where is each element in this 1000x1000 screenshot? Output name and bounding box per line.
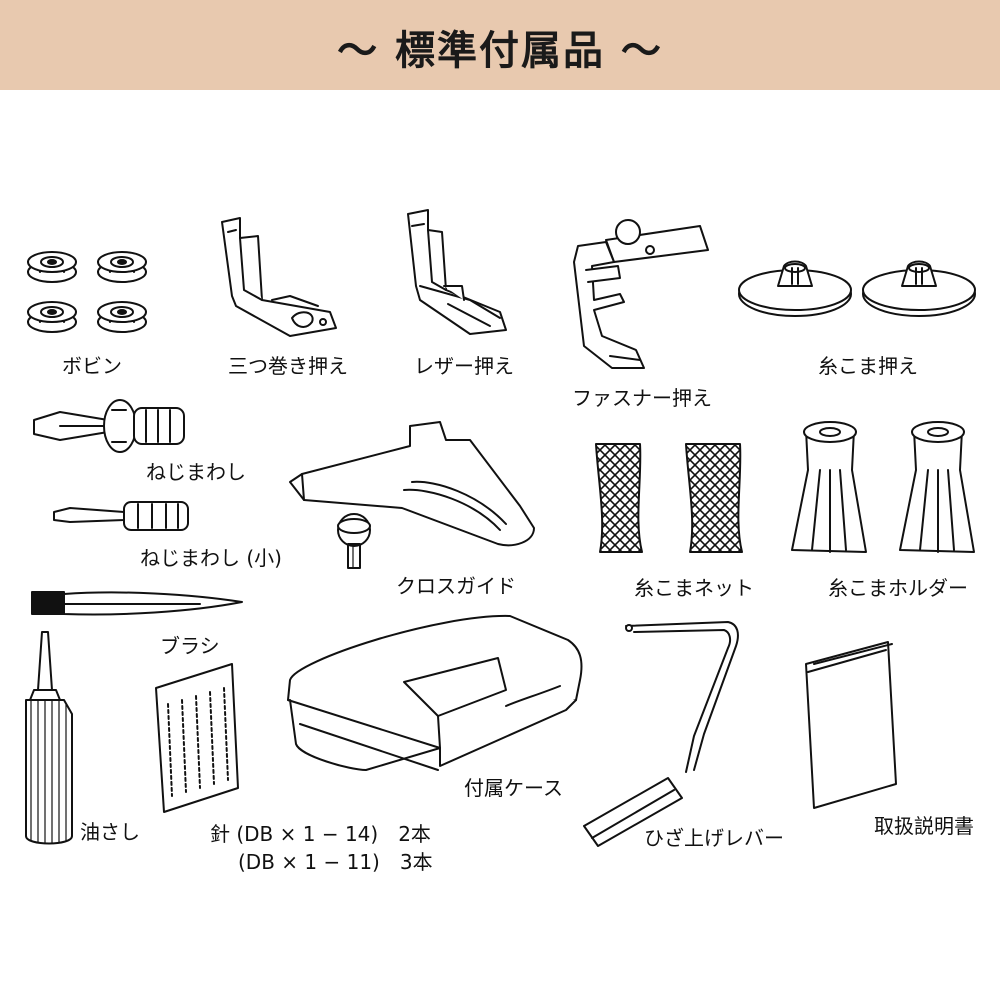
label-brush: ブラシ [160,634,220,658]
label-oil-can: 油さし [80,820,140,844]
label-zipper-foot: ファスナー押え [572,386,712,410]
page-title: ～ 標準付属品 ～ [337,28,663,74]
label-knee-lifter: ひざ上げレバー [644,826,784,850]
label-accessory-case: 付属ケース [464,776,563,800]
brush-illustration [31,591,243,616]
label-bobbin: ボビン [62,354,122,378]
label-manual: 取扱説明書 [874,814,974,838]
label-cross-guide: クロスガイド [396,574,516,598]
label-screwdriver: ねじまわし [146,460,246,484]
small-screwdriver-illustration [53,501,189,531]
spool-holder-illustration [791,421,975,553]
cross-guide-illustration [289,421,535,569]
spool-net-illustration [595,443,743,553]
label-leather-foot: レザー押え [414,354,514,378]
label-spool-net: 糸こまネット [634,576,754,600]
needle-pack-illustration [155,663,239,813]
zipper-foot-illustration [573,219,709,369]
header-banner: ～ 標準付属品 ～ [0,0,1000,90]
label-needles-11: (DB × 1 − 11) 3本 [238,850,433,874]
label-spool-cap: 糸こま押え [818,354,918,378]
bobbin-illustration [27,251,147,333]
accessory-case-illustration [287,614,583,771]
oil-can-illustration [25,631,73,845]
knee-lifter-illustration [583,621,739,847]
spool-cap-illustration [738,260,976,317]
label-spool-holder: 糸こまホルダー [828,576,968,600]
screwdriver-illustration [33,399,185,453]
hemmer-foot-illustration [221,217,337,337]
label-small-screwdriver: ねじまわし (小) [140,546,282,570]
leather-foot-illustration [407,209,507,335]
label-hemmer-foot: 三つ巻き押え [228,354,348,378]
manual-illustration [805,641,897,809]
label-needles-14: 針 (DB × 1 − 14) 2本 [210,822,431,846]
